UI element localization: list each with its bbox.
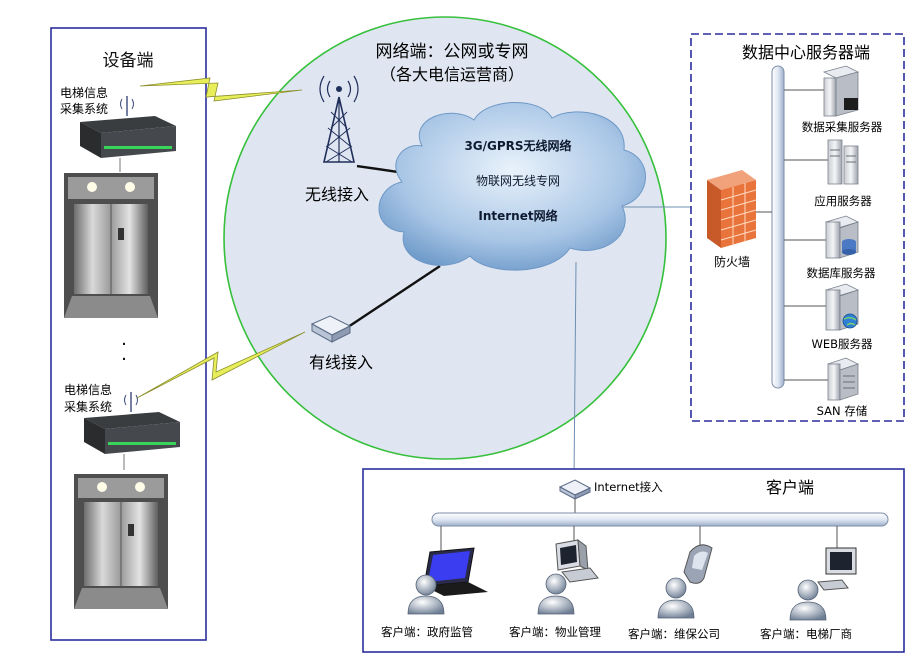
client-panel: 客户端 Internet接入 客户端：政府监管 xyxy=(362,468,905,653)
datacenter-title: 数据中心服务器端 xyxy=(742,43,870,62)
laptop-icon xyxy=(423,547,488,596)
collector-label-1a: 电梯信息 xyxy=(60,85,108,100)
client-label: 客户端：电梯厂商 xyxy=(760,627,852,641)
antenna-icon xyxy=(124,392,138,412)
collector-device-icon xyxy=(84,412,180,454)
person-icon xyxy=(407,574,445,615)
collector-device-icon xyxy=(80,116,176,158)
wireless-tower-icon xyxy=(319,75,359,163)
application-server-icon xyxy=(827,139,859,185)
person-icon xyxy=(789,579,827,621)
desktop-computer-icon xyxy=(555,538,599,583)
collector-label-2b: 采集系统 xyxy=(64,399,112,414)
wired-access-label: 有线接入 xyxy=(309,353,373,372)
ellipsis-dot: · xyxy=(121,349,127,370)
router-icon xyxy=(310,315,352,343)
elevator-image xyxy=(64,173,158,318)
network-subtitle: （各大电信运营商） xyxy=(380,65,524,84)
cloud-label-3g: 3G/GPRS无线网络 xyxy=(464,138,571,153)
client-label: 客户端：维保公司 xyxy=(628,627,720,641)
client-title: 客户端 xyxy=(766,478,814,497)
cloud-label-iot: 物联网无线专网 xyxy=(476,173,560,188)
mobile-phone-icon xyxy=(683,544,713,584)
internet-access-label: Internet接入 xyxy=(594,480,663,494)
person-icon xyxy=(537,573,575,615)
data-collection-server-icon xyxy=(822,65,860,117)
antenna-icon xyxy=(120,96,134,116)
web-server-icon xyxy=(824,283,860,331)
wireless-link-bolt xyxy=(139,77,303,102)
collector-label-2a: 电梯信息 xyxy=(64,382,112,397)
firewall-label: 防火墙 xyxy=(714,254,750,269)
collector-label-1b: 采集系统 xyxy=(60,101,108,116)
server-label: WEB服务器 xyxy=(811,337,873,351)
san-storage-icon xyxy=(826,357,860,401)
server-label: 数据采集服务器 xyxy=(802,120,883,134)
client-label: 客户端：政府监管 xyxy=(381,625,473,639)
elevator-image xyxy=(74,474,168,609)
cloud-label-internet: Internet网络 xyxy=(478,208,557,223)
device-side-panel: 设备端 电梯信息 采集系统 · · 电梯信息 采集系统 xyxy=(50,27,207,641)
device-side-title: 设备端 xyxy=(103,51,154,71)
wireless-access-label: 无线接入 xyxy=(305,185,369,204)
firewall-icon xyxy=(707,170,757,248)
network-cloud: 3G/GPRS无线网络 物联网无线专网 Internet网络 xyxy=(378,102,646,271)
monitor-icon xyxy=(817,547,857,591)
server-label: 应用服务器 xyxy=(814,194,872,208)
datacenter-panel: 数据中心服务器端 防火墙 数据采集服务器 xyxy=(690,33,905,422)
server-label: 数据库服务器 xyxy=(807,266,876,280)
network-title: 网络端：公网或专网 xyxy=(376,42,529,62)
ellipsis-dot: · xyxy=(121,334,127,355)
wired-link-bolt xyxy=(136,331,306,399)
database-server-icon xyxy=(824,215,860,259)
person-icon xyxy=(657,577,695,619)
server-label: SAN 存储 xyxy=(817,404,868,418)
client-label: 客户端：物业管理 xyxy=(509,625,601,639)
